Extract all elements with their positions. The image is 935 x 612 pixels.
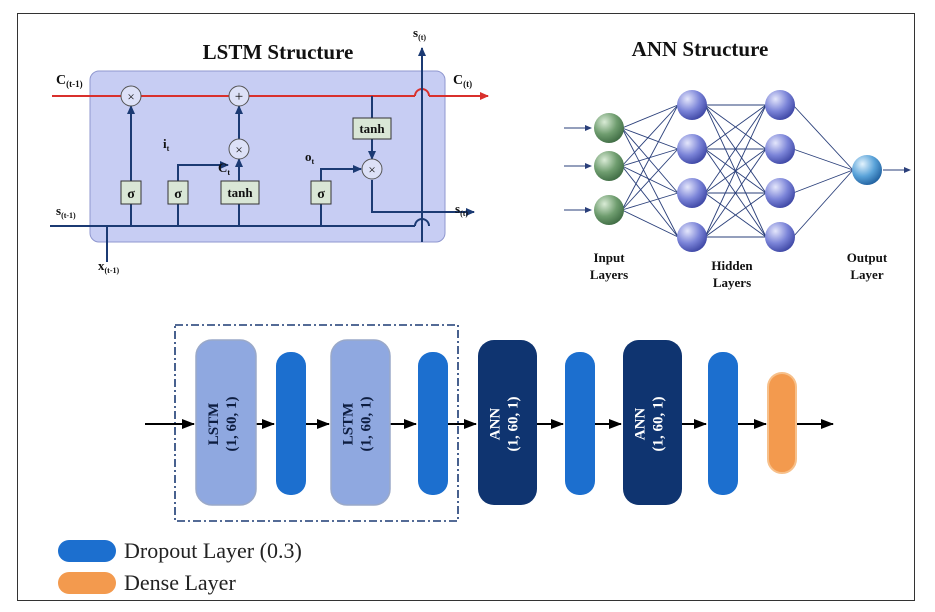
input-sigma-box (167, 180, 189, 205)
hidden2-node (765, 222, 795, 252)
lstm-structure: LSTM Structure × + (50, 25, 489, 275)
forget-sigma-label: σ (127, 187, 135, 202)
s-top-label: s(t) (413, 25, 426, 42)
output-gate-line (320, 165, 362, 181)
hidden1-node (677, 90, 707, 120)
ann-edge (621, 209, 679, 238)
hidden2-node (765, 134, 795, 164)
ann-edge (704, 104, 767, 150)
hidden1-node (677, 134, 707, 164)
ann-edge (621, 127, 679, 238)
output-node (852, 155, 882, 185)
output-gate-label: ot (305, 149, 315, 166)
input-layer-label-2: Layers (590, 267, 628, 282)
ann-edge (704, 104, 767, 238)
ann-edge (621, 104, 679, 129)
dense-layer-block (767, 372, 797, 474)
legend-dropout-swatch (58, 540, 116, 562)
output-sigma-label: σ (317, 187, 325, 202)
hidden2-node (765, 90, 795, 120)
hidden2-node (765, 178, 795, 208)
layer-shape-label: (1, 60, 1) (651, 397, 667, 452)
layer-shape-label: (1, 60, 1) (224, 397, 240, 452)
ann-edge (621, 104, 679, 167)
forget-multiply-op (120, 85, 142, 107)
ann-edge (704, 104, 767, 194)
architecture-blocks: LSTM(1, 60, 1)LSTM(1, 60, 1)ANN(1, 60, 1… (195, 339, 797, 506)
forget-multiply-symbol: × (127, 89, 134, 104)
layer-shape-label: (1, 60, 1) (506, 397, 522, 452)
cell-tanh-box (352, 117, 392, 140)
output-layer-label-2: Layer (850, 267, 883, 282)
candidate-tanh-box (220, 180, 260, 205)
ann-edge (792, 148, 854, 171)
ann-layer-block (623, 340, 682, 505)
layer-name-label: LSTM (341, 403, 357, 446)
c-prev-label: C(t-1) (56, 73, 83, 89)
legend-dense: Dense Layer (58, 570, 236, 596)
legend-dense-swatch (58, 572, 116, 594)
ann-nodes (594, 90, 882, 252)
ann-edge (704, 192, 767, 238)
add-symbol: + (235, 89, 243, 105)
input-node (594, 151, 624, 181)
ann-edge (621, 104, 679, 211)
dropout-layer-block (276, 352, 306, 495)
s-prev-label: s(t-1) (56, 203, 76, 220)
layer-name-label: ANN (488, 408, 504, 441)
ann-structure-title: ANN Structure (632, 37, 769, 61)
ann-edge (792, 169, 854, 238)
c-out-label: C(t) (453, 73, 472, 89)
lstm-structure-title: LSTM Structure (203, 40, 354, 64)
ann-edge (621, 148, 679, 211)
legend-dropout-label: Dropout Layer (0.3) (124, 538, 302, 563)
dropout-layer-block (708, 352, 738, 495)
input-multiply-op (228, 138, 250, 160)
legend-dense-label: Dense Layer (124, 570, 236, 595)
hidden-layer-label-2: Layers (713, 275, 751, 290)
ann-edge (621, 192, 679, 211)
layer-name-label: ANN (633, 408, 649, 441)
ann-layer-block (478, 340, 537, 505)
lstm-layer-block (195, 339, 257, 506)
input-multiply-symbol: × (235, 142, 242, 157)
output-sigma-box (310, 180, 332, 205)
hidden1-node (677, 222, 707, 252)
legend-dropout: Dropout Layer (0.3) (58, 538, 302, 564)
model-architecture: LSTM(1, 60, 1)LSTM(1, 60, 1)ANN(1, 60, 1… (145, 324, 834, 522)
ann-connections (564, 104, 911, 238)
layer-name-label: LSTM (206, 403, 222, 446)
figure-frame (17, 13, 915, 601)
candidate-tanh-label: tanh (227, 185, 253, 200)
layer-shape-label: (1, 60, 1) (359, 397, 375, 452)
output-layer-label-1: Output (847, 250, 888, 265)
output-multiply-op (361, 158, 383, 180)
ann-edge (621, 127, 679, 150)
hidden-layer-label-1: Hidden (711, 258, 753, 273)
hidden1-node (677, 178, 707, 208)
input-sigma-label: σ (174, 187, 182, 202)
candidate-label: Ct (218, 160, 230, 177)
dropout-layer-block (418, 352, 448, 495)
lstm-layer-block (330, 339, 391, 506)
input-node (594, 113, 624, 143)
x-input-label: x(t-1) (98, 258, 119, 275)
s-out-label: s(t) (455, 201, 468, 218)
ann-structure: ANN Structure Input Layers Hidden Layers… (564, 37, 911, 290)
add-op (228, 85, 250, 107)
ann-edge (704, 148, 767, 238)
hidden-output-line (371, 180, 475, 216)
input-gate-label: it (163, 136, 170, 153)
dropout-layer-block (565, 352, 595, 495)
ann-edge (792, 169, 854, 194)
ann-edge (621, 127, 679, 194)
ann-edge (792, 104, 854, 171)
input-node (594, 195, 624, 225)
forget-sigma-box (120, 180, 142, 205)
input-gate-line (177, 161, 229, 181)
cell-tanh-label: tanh (359, 121, 385, 136)
input-layer-label-1: Input (593, 250, 625, 265)
output-multiply-symbol: × (368, 162, 375, 177)
